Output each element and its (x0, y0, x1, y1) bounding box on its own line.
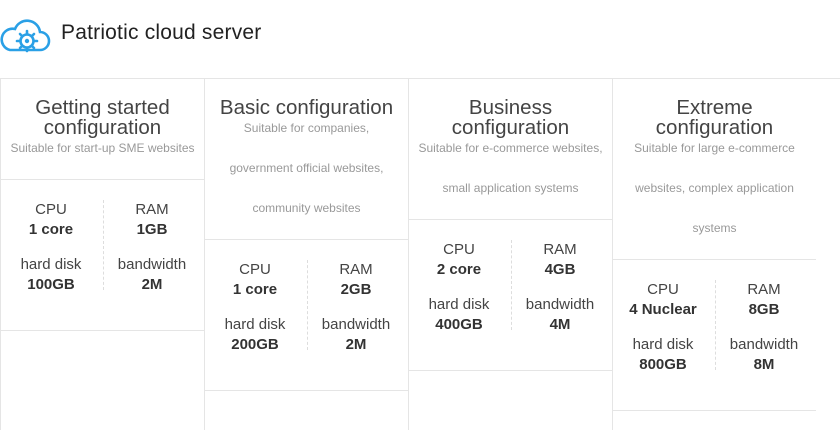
plan-title-line: Basic configuration (219, 96, 394, 119)
spec-value: 1 core (28, 221, 74, 238)
spec-value: 400GB (435, 316, 483, 333)
spec-item: hard disk 100GB (1, 255, 101, 295)
card-bottom-divider (409, 370, 612, 371)
card-divider (205, 239, 408, 240)
cloud-gear-icon[interactable] (0, 16, 52, 54)
card-divider (1, 179, 204, 180)
spec-label: RAM (339, 261, 373, 278)
plan-title-line: Extreme (676, 96, 753, 119)
plan-description-line: government official websites, (229, 161, 384, 175)
spec-label: RAM (747, 281, 781, 298)
spec-item: RAM 2GB (306, 260, 406, 300)
spec-value: 800GB (639, 356, 687, 373)
spec-grid: CPU 2 core RAM 4GB hard disk 400GB bandwidth 4M (409, 220, 612, 333)
plan-description-line: systems (692, 221, 737, 235)
card-bottom-divider (1, 330, 204, 331)
spec-value: 4 Nuclear (629, 301, 697, 318)
card-bottom-divider (205, 390, 408, 391)
spec-value: 4GB (544, 261, 576, 278)
spec-label: bandwidth (117, 256, 187, 273)
spec-label: bandwidth (729, 336, 799, 353)
plan-description-line: Suitable for companies, (243, 121, 370, 135)
spec-label: bandwidth (525, 296, 595, 313)
card-bottom-divider (613, 410, 816, 411)
spec-item: RAM 8GB (714, 280, 814, 320)
spec-label: CPU (239, 261, 271, 278)
header: Patriotic cloud server (0, 0, 840, 78)
plan-description-line: Suitable for start-up SME websites (10, 141, 195, 155)
spec-item: CPU 1 core (205, 260, 305, 300)
plan-title-line: configuration (655, 116, 774, 139)
spec-value: 2 core (436, 261, 482, 278)
spec-label: bandwidth (321, 316, 391, 333)
spec-item: RAM 1GB (102, 200, 202, 240)
plan-description: Suitable for companies, government offici… (205, 108, 408, 228)
card-divider (409, 219, 612, 220)
spec-divider (510, 240, 512, 330)
spec-label: hard disk (632, 336, 694, 353)
spec-label: CPU (35, 201, 67, 218)
spec-divider (102, 200, 104, 290)
spec-item: hard disk 800GB (613, 335, 713, 375)
plan-description: Suitable for start-up SME websites (1, 128, 204, 168)
spec-divider (714, 280, 716, 370)
plan-description-line: small application systems (442, 181, 579, 195)
plan-description: Suitable for e-commerce websites, small a… (409, 128, 612, 208)
spec-value: 1GB (136, 221, 168, 238)
spec-item: CPU 1 core (1, 200, 101, 240)
spec-value: 100GB (27, 276, 75, 293)
spec-grid: CPU 1 core RAM 1GB hard disk 100GB bandwidth 2M (1, 180, 204, 293)
spec-item: bandwidth 4M (510, 295, 610, 335)
spec-label: RAM (543, 241, 577, 258)
spec-label: CPU (443, 241, 475, 258)
spec-item: hard disk 400GB (409, 295, 509, 335)
spec-grid: CPU 4 Nuclear RAM 8GB hard disk 800GB bandwidt… (613, 260, 816, 373)
spec-label: RAM (135, 201, 169, 218)
spec-value: 1 core (232, 281, 278, 298)
spec-item: CPU 4 Nuclear (613, 280, 713, 320)
plan-title: Basic configuration (205, 96, 408, 119)
spec-value: 200GB (231, 336, 279, 353)
spec-value: 8M (753, 356, 775, 373)
divider (0, 78, 840, 79)
spec-value: 4M (549, 316, 571, 333)
brand-title[interactable]: Patriotic cloud server (61, 21, 262, 44)
card-divider (613, 259, 816, 260)
spec-item: hard disk 200GB (205, 315, 305, 355)
spec-item: RAM 4GB (510, 240, 610, 280)
plan-description-line: websites, complex application (635, 181, 794, 195)
spec-item: CPU 2 core (409, 240, 509, 280)
spec-value: 2M (141, 276, 163, 293)
spec-label: hard disk (428, 296, 490, 313)
spec-grid: CPU 1 core RAM 2GB hard disk 200GB bandwidth 2M (205, 240, 408, 353)
plan-description-line: Suitable for large e-commerce (634, 141, 795, 155)
spec-label: hard disk (20, 256, 82, 273)
spec-divider (306, 260, 308, 350)
plan-title-line: configuration (451, 116, 570, 139)
spec-value: 8GB (748, 301, 780, 318)
spec-label: hard disk (224, 316, 286, 333)
plan-description: Suitable for large e-commerce websites, c… (613, 128, 816, 248)
plan-description-line: community websites (252, 201, 361, 215)
spec-item: bandwidth 8M (714, 335, 814, 375)
spec-label: CPU (647, 281, 679, 298)
spec-item: bandwidth 2M (102, 255, 202, 295)
spec-value: 2GB (340, 281, 372, 298)
plan-title-line: configuration (43, 116, 162, 139)
spec-value: 2M (345, 336, 367, 353)
plan-title-line: Getting started (35, 96, 170, 119)
spec-item: bandwidth 2M (306, 315, 406, 355)
plan-description-line: Suitable for e-commerce websites, (418, 141, 603, 155)
plan-title-line: Business (468, 96, 553, 119)
